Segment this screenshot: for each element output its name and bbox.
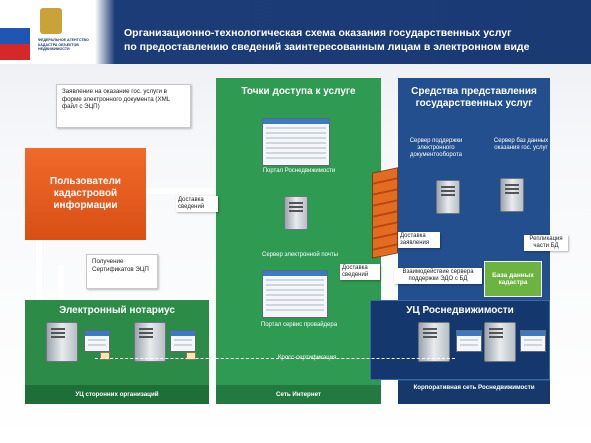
mail-server-label: Сервер электронной почты: [262, 252, 338, 258]
notary-server-2-icon: [134, 322, 166, 362]
application-callout-text: Заявление на оказание гос. услуги в форм…: [62, 88, 170, 111]
agency-name: ФЕДЕРАЛЬНОЕ АГЕНТСТВО КАДАСТРА ОБЪЕКТОВ …: [38, 38, 89, 51]
footer-left: УЦ сторонних организаций: [25, 385, 209, 404]
notary-screen-1-icon: [84, 330, 110, 352]
arrow-up-left: [36, 240, 42, 300]
header-bar: [0, 0, 591, 64]
access-points-title: Точки доступа к услуге: [241, 86, 356, 97]
mail-server-icon: [284, 196, 308, 230]
page-title-line-1: Организационно-технологическая схема ока…: [124, 27, 512, 39]
delivery-statement-label: Доставка заявления: [398, 232, 440, 248]
arrow-notary-up: [58, 265, 64, 300]
portal-rosned-screenshot: [262, 118, 330, 166]
delivery-info-mid-label: Доставка сведений: [340, 264, 380, 280]
arrow-users-to-mid: [146, 188, 216, 194]
db-server-label: Сервер баз данных оказания гос. услуг: [493, 138, 549, 151]
delivery-info-left-label: Доставка сведений: [176, 196, 218, 212]
notary-title: Электронный нотариус: [59, 305, 175, 316]
certificate-callout: Получение Сертификатов ЭЦП: [86, 254, 158, 289]
portal-provider-label: Портал сервис провайдера: [260, 322, 338, 328]
gov-services-title: Средства представления государственных у…: [411, 86, 537, 109]
application-callout: Заявление на оказание гос. услуги в форм…: [56, 84, 191, 128]
uc-screen-2-icon: [520, 330, 546, 352]
page-title-line-2: по предоставлению сведений заинтересован…: [124, 41, 530, 53]
uc-title: УЦ Роснедвижимости: [406, 305, 514, 316]
uc-server-2-icon: [484, 322, 516, 362]
firewall-icon: [372, 167, 398, 259]
doc-server-icon: [436, 180, 460, 214]
users-box: [25, 148, 146, 240]
cadastre-db-box: [484, 261, 542, 297]
cadastre-db-label: База данных кадастра: [492, 272, 534, 286]
certificate-token-2-icon: [186, 352, 196, 360]
cross-cert-line: [95, 358, 455, 359]
notary-screen-2-icon: [170, 330, 196, 352]
portal-provider-screenshot: [262, 270, 328, 318]
replication-label: Репликация части БД: [524, 235, 568, 251]
uc-screen-1-icon: [456, 330, 482, 352]
notary-server-1-icon: [46, 322, 78, 362]
russian-flag-icon: [0, 12, 30, 60]
cross-cert-label: Кросс-сертификация: [278, 355, 337, 361]
footer-right: Корпоративная сеть Роснедвижимости: [398, 381, 550, 404]
certificate-token-1-icon: [100, 352, 110, 360]
db-server-icon: [500, 178, 524, 212]
doc-server-label: Сервер поддержки электронного документоо…: [409, 138, 463, 158]
coat-of-arms-icon: [40, 8, 62, 34]
uc-server-1-icon: [418, 322, 450, 362]
certificate-callout-text: Получение Сертификатов ЭЦП: [92, 258, 149, 273]
portal-rosned-label: Портал Роснедвижимости: [262, 168, 336, 174]
users-title: Пользователи кадастровой информации: [50, 176, 121, 211]
footer-middle: Сеть Интернет: [216, 385, 381, 404]
interaction-label: Взаимодействие сервера поддержки ЭДО с Б…: [394, 268, 482, 284]
